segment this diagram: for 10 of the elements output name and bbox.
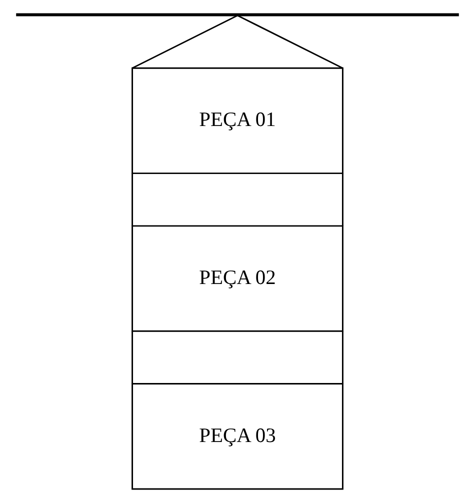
connector — [132, 14, 238, 69]
node-box: PEÇA 03 — [132, 383, 344, 490]
connector — [132, 331, 134, 384]
connector — [342, 331, 344, 384]
node-box: PEÇA 01 — [132, 67, 344, 174]
node-bar — [16, 13, 459, 16]
node-box: PEÇA 02 — [132, 225, 344, 332]
connector — [237, 14, 344, 69]
connector — [132, 173, 134, 226]
connector — [342, 173, 344, 226]
